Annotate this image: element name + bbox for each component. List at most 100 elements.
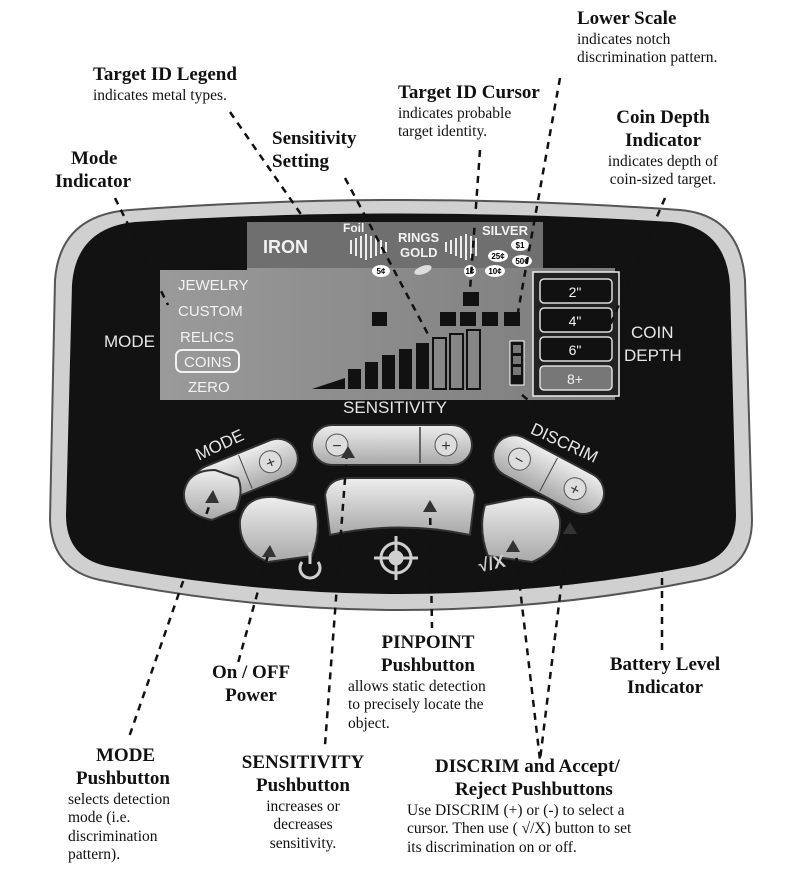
- coin-depth-cells: [539, 278, 613, 362]
- sensitivity-minus-icon: −: [332, 438, 341, 455]
- sensitivity-button-desc-1: increases or: [266, 797, 340, 815]
- legend-gold: GOLD: [400, 245, 438, 260]
- battery-title-2: Indicator: [627, 676, 703, 698]
- pinpoint-desc-3: object.: [348, 714, 390, 732]
- sensitivity-bargraph: [312, 329, 481, 390]
- annotation-sensitivity-setting: Sensitivity Setting: [272, 128, 356, 174]
- sensitivity-setting-title-1: Sensitivity: [272, 128, 357, 149]
- legend-rings: RINGS: [398, 230, 440, 245]
- legend-bars-left: [350, 234, 387, 260]
- coin-depth-title-2: Indicator: [625, 129, 701, 151]
- annotation-lower-scale: Lower Scale indicates notch discriminati…: [577, 8, 717, 68]
- svg-text:10¢: 10¢: [488, 267, 502, 276]
- mode-indicator-title-1: Mode: [71, 148, 118, 169]
- lower-scale-desc-1: indicates notch: [577, 30, 671, 48]
- lower-scale-desc-2: discrimination pattern.: [577, 49, 718, 67]
- coin-depth-label-1: COIN: [631, 323, 674, 342]
- target-id-cursor-desc-2: target identity.: [398, 123, 488, 141]
- coin-depth-desc-1: indicates depth of: [607, 152, 719, 170]
- mode-button-desc-3: discrimination: [68, 827, 158, 845]
- power-button[interactable]: [238, 495, 319, 564]
- target-id-cursor: [463, 292, 479, 306]
- legend-bars-right: [445, 234, 477, 260]
- svg-text:$1: $1: [516, 241, 525, 250]
- accept-reject-button[interactable]: [481, 495, 562, 564]
- ring-pulltab-icon: [414, 265, 432, 275]
- pinpoint-desc-2: to precisely locate the: [348, 696, 484, 714]
- pinpoint-button[interactable]: [323, 477, 477, 537]
- discrim-button-desc-2: cursor. Then use ( √/X) button to set: [407, 820, 632, 838]
- annotation-mode-indicator: Mode Indicator: [55, 148, 131, 194]
- annotation-on-off: On / OFF Power: [196, 662, 306, 708]
- annotation-pinpoint: PINPOINT Pushbutton allows static detect…: [348, 632, 508, 733]
- legend-silver: SILVER: [482, 223, 529, 238]
- sensitivity-button-title-2: Pushbutton: [256, 774, 350, 796]
- battery-title-1: Battery Level: [609, 654, 721, 675]
- battery-level-segments: [513, 345, 521, 375]
- depth-2: 2": [569, 284, 582, 300]
- pinpoint-title-2: Pushbutton: [381, 654, 475, 676]
- discrim-buttons[interactable]: − +: [486, 428, 612, 521]
- mode-button-desc-2: mode (i.e.: [68, 809, 131, 827]
- mode-zero: ZERO: [188, 379, 230, 396]
- lower-scale-title: Lower Scale: [577, 8, 677, 29]
- annotation-coin-depth: Coin Depth Indicator indicates depth of …: [578, 107, 748, 190]
- on-off-title-2: Power: [225, 684, 277, 706]
- minus-circle: [325, 433, 349, 457]
- sensitivity-plus-icon: +: [441, 438, 450, 455]
- coin-depth-title-1: Coin Depth: [616, 107, 710, 128]
- cursor-segment-left: [372, 312, 387, 326]
- pinpoint-title-1: PINPOINT: [381, 632, 475, 653]
- plus-circle: [434, 433, 458, 457]
- power-icon: [298, 552, 322, 580]
- svg-text:5¢: 5¢: [377, 267, 386, 276]
- sensitivity-setting-title-2: Setting: [272, 150, 329, 172]
- sensitivity-button-desc-3: sensitivity.: [269, 834, 337, 852]
- target-id-cursor-desc-1: indicates probable: [398, 104, 512, 122]
- annotation-target-id-cursor: Target ID Cursor indicates probable targ…: [398, 82, 540, 142]
- mode-custom: CUSTOM: [178, 303, 243, 320]
- leader-lines: [113, 77, 667, 761]
- discrim-button-title-2: Reject Pushbuttons: [455, 778, 613, 800]
- coin-depth-label-2: DEPTH: [624, 346, 682, 365]
- svg-text:25¢: 25¢: [491, 252, 505, 261]
- depth-6: 6": [569, 342, 582, 358]
- selected-mode-box: [175, 349, 240, 373]
- sensitivity-button-title-1: SENSITIVITY: [241, 752, 365, 773]
- coin-depth-desc-2: coin-sized target.: [609, 171, 717, 189]
- mode-label: MODE: [104, 332, 155, 351]
- mode-relics: RELICS: [180, 329, 234, 346]
- discrim-button-desc-3: its discrimination on or off.: [407, 838, 577, 856]
- leader-arrows: [205, 446, 577, 557]
- mode-indicator-title-2: Indicator: [55, 170, 131, 192]
- target-id-cursor-title: Target ID Cursor: [398, 82, 540, 103]
- mode-button-desc-4: pattern).: [68, 846, 121, 864]
- pinpoint-desc-1: allows static detection: [348, 677, 486, 695]
- mode-jewelry: JEWELRY: [178, 277, 249, 294]
- discrim-button-title-1: DISCRIM and Accept/: [435, 756, 620, 777]
- lower-scale-segments: [440, 312, 520, 326]
- legend-iron: IRON: [263, 237, 308, 257]
- mode-button-title-1: MODE: [96, 745, 156, 766]
- depth-4: 4": [569, 313, 582, 329]
- sensitivity-label: SENSITIVITY: [343, 398, 447, 417]
- mode-coins: COINS: [184, 354, 232, 371]
- discrim-button-desc-1: Use DISCRIM (+) or (-) to select a: [407, 801, 625, 819]
- annotation-sensitivity-button: SENSITIVITY Pushbutton increases or decr…: [228, 752, 378, 853]
- annotation-battery: Battery Level Indicator: [590, 654, 740, 700]
- target-id-legend-desc: indicates metal types.: [93, 86, 227, 104]
- depth-8: 8+: [567, 371, 583, 387]
- target-id-legend-title: Target ID Legend: [93, 64, 237, 85]
- sensitivity-button-desc-2: decreases: [273, 816, 333, 834]
- annotation-mode-button: MODE Pushbutton selects detection mode (…: [68, 745, 170, 865]
- mode-button-title-2: Pushbutton: [76, 767, 170, 789]
- svg-text:50¢: 50¢: [515, 257, 529, 266]
- mode-button-desc-1: selects detection: [68, 790, 170, 808]
- annotation-target-id-legend: Target ID Legend indicates metal types.: [93, 64, 237, 105]
- annotation-discrim-button: DISCRIM and Accept/ Reject Pushbuttons U…: [407, 756, 631, 857]
- crosshair-icon: [374, 536, 418, 580]
- coin-depth-cell-8: [539, 365, 613, 391]
- legend-foil: Foil: [343, 221, 364, 235]
- on-off-title-1: On / OFF: [211, 662, 291, 683]
